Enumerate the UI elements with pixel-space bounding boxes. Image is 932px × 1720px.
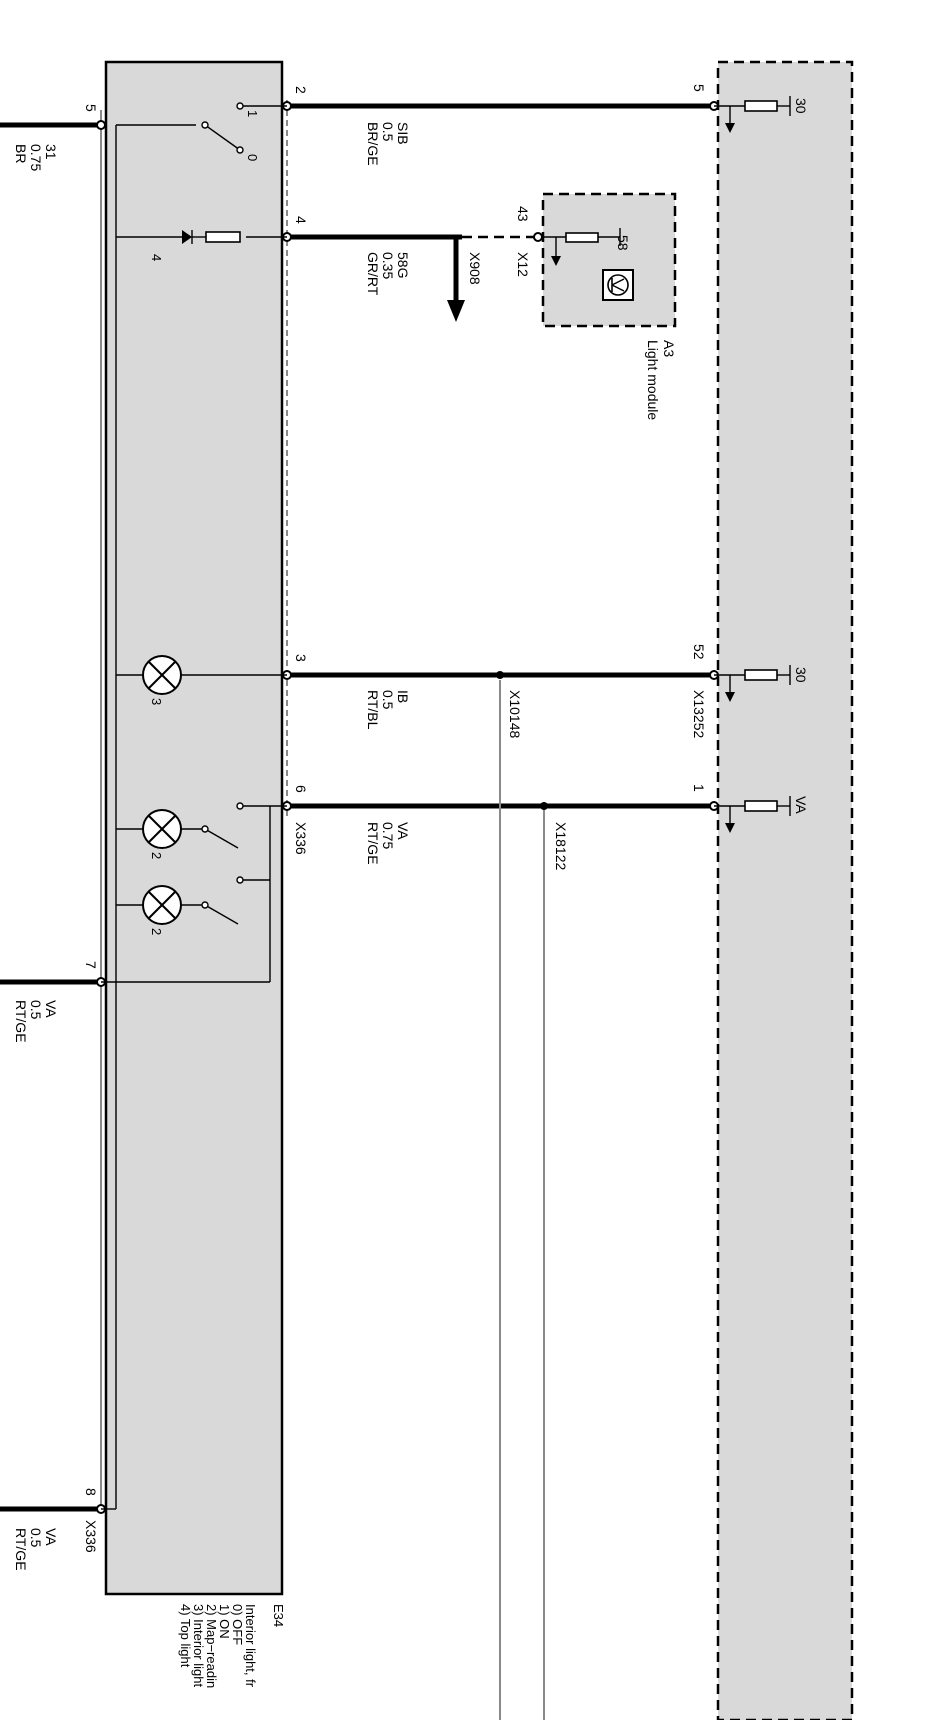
legend-item-0: 0) OFF <box>230 1604 245 1645</box>
pin-1-label: 1 <box>691 784 707 792</box>
svg-text:SIB: SIB <box>395 122 411 145</box>
light-module-name: Light module <box>645 340 661 420</box>
part-4-label: 4 <box>149 254 164 261</box>
terminal-30-mid-label: 30 <box>793 667 809 683</box>
light-module-box <box>541 192 677 328</box>
svg-text:0.75: 0.75 <box>380 822 396 849</box>
terminal-va-label: VA <box>793 796 809 814</box>
svg-text:RT/GE: RT/GE <box>365 822 381 865</box>
svg-text:VA: VA <box>43 1528 59 1546</box>
right-control-unit-box <box>716 60 854 1720</box>
part-2a-label: 2 <box>149 852 164 859</box>
svg-text:BR: BR <box>13 144 29 163</box>
pin-43-label: 43 <box>515 206 531 222</box>
main-switch-icon <box>204 124 241 151</box>
pin-3-label: 3 <box>293 654 309 662</box>
connector-x908: X908 <box>467 252 483 285</box>
svg-text:0.5: 0.5 <box>380 122 396 142</box>
terminal-30-mid <box>714 665 791 702</box>
component-title: Interior light, fr <box>243 1604 258 1688</box>
legend-item-4: 4) Top light <box>178 1604 193 1668</box>
connector-x10148: X10148 <box>507 690 523 738</box>
svg-text:58G: 58G <box>395 252 411 278</box>
pin-6-label: 6 <box>293 785 309 793</box>
legend-item-2: 2) Map−readin <box>204 1604 219 1688</box>
pin-8-label: 8 <box>83 1488 99 1496</box>
component-legend: E34 Interior light, fr 0) OFF 1) ON 2) M… <box>178 1604 286 1688</box>
pin-5-right-label: 5 <box>691 84 707 92</box>
terminal-58-label: 58 <box>615 235 631 251</box>
svg-text:VA: VA <box>395 822 411 840</box>
lamp-2a-icon <box>142 809 182 849</box>
wire-label-31: 31 0.75 BR <box>13 144 59 171</box>
connector-x336-bottom: X336 <box>83 1520 99 1553</box>
light-module-id: A3 <box>661 340 677 357</box>
legend-item-1: 1) ON <box>217 1604 232 1639</box>
part-2b-label: 2 <box>149 928 164 935</box>
svg-text:0.5: 0.5 <box>380 690 396 710</box>
wire-label-ib: IB 0.5 RT/BL <box>365 690 411 730</box>
pin-4-label: 4 <box>293 216 309 224</box>
svg-text:0.75: 0.75 <box>28 144 44 171</box>
svg-text:RT/GE: RT/GE <box>13 1000 29 1043</box>
interior-light-housing <box>104 60 284 1596</box>
x908-arrow-icon <box>447 300 465 322</box>
svg-text:31: 31 <box>43 144 59 160</box>
resistor-icon <box>205 231 241 243</box>
lamp-2b-icon <box>142 885 182 925</box>
svg-text:VA: VA <box>43 1000 59 1018</box>
pin-52-label: 52 <box>691 644 707 660</box>
legend-item-3: 3) Interior light <box>191 1604 206 1687</box>
switch-pos-1: 1 <box>245 110 260 117</box>
part-3-label: 3 <box>149 698 164 705</box>
switch-pos-0: 0 <box>245 154 260 161</box>
wire-label-sib: SIB 0.5 BR/GE <box>365 122 411 166</box>
connector-x18122: X18122 <box>553 822 569 870</box>
pin-5-left-label: 5 <box>83 104 99 112</box>
svg-text:IB: IB <box>395 690 411 703</box>
terminal-30-top-label: 30 <box>793 98 809 114</box>
connector-x336-top: X336 <box>293 822 309 855</box>
terminal-30-top <box>714 96 791 133</box>
wire-label-va-7: VA 0.5 RT/GE <box>13 1000 59 1043</box>
wire-label-58g: 58G 0.35 GR/RT <box>365 252 411 296</box>
wire-label-va: VA 0.75 RT/GE <box>365 822 411 865</box>
svg-text:RT/GE: RT/GE <box>13 1528 29 1571</box>
connector-x12: X12 <box>515 252 531 277</box>
terminal-va <box>714 796 791 833</box>
wire-label-va-8: VA 0.5 RT/GE <box>13 1528 59 1571</box>
lamp-3-icon <box>142 655 182 695</box>
svg-text:0.35: 0.35 <box>380 252 396 279</box>
connector-x13252: X13252 <box>691 690 707 738</box>
svg-text:0.5: 0.5 <box>28 1000 44 1020</box>
pin-7-label: 7 <box>83 961 99 969</box>
svg-text:0.5: 0.5 <box>28 1528 44 1548</box>
pin-2-label: 2 <box>293 86 309 94</box>
svg-text:RT/BL: RT/BL <box>365 690 381 730</box>
svg-text:GR/RT: GR/RT <box>365 252 381 296</box>
svg-text:BR/GE: BR/GE <box>365 122 381 166</box>
component-id: E34 <box>271 1604 286 1627</box>
diode-icon <box>182 230 192 244</box>
pin-markers <box>96 101 719 1514</box>
